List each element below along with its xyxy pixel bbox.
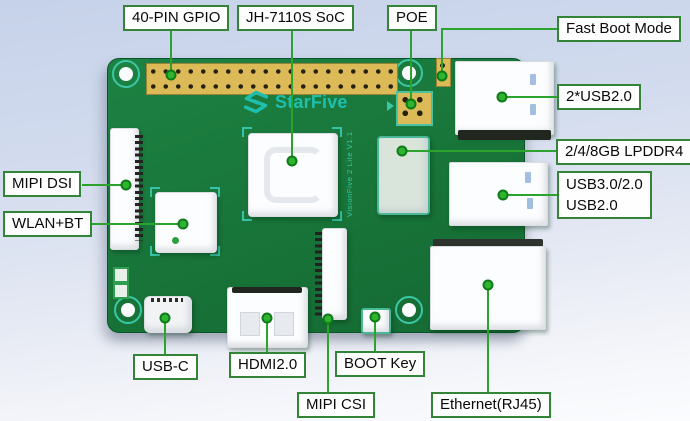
callout-line-bootkey: [374, 317, 376, 353]
usb3-slot-mark-1: [525, 172, 531, 183]
callout-dot-lpddr4: [396, 145, 408, 157]
callout-dot-usb3: [497, 189, 509, 201]
callout-line-fastboot-h: [441, 28, 557, 30]
hdmi-detail-left: [240, 312, 260, 336]
callout-line-usb2: [502, 96, 557, 98]
starfive-logo-icon: [243, 90, 269, 114]
usb2-stack-base: [458, 130, 551, 140]
label-usb3-line1: USB3.0/2.0: [566, 176, 643, 193]
callout-dot-soc: [286, 155, 298, 167]
callout-line-gpio: [170, 30, 172, 76]
soc-chip-marking: [264, 147, 323, 203]
label-usb3: USB3.0/2.0 USB2.0: [557, 171, 652, 219]
callout-line-wlan: [82, 223, 184, 225]
callout-line-ethernet: [487, 285, 489, 394]
label-soc: JH-7110S SoC: [237, 5, 354, 31]
callout-line-csi: [327, 320, 329, 394]
callout-dot-usb2: [496, 91, 508, 103]
label-fastboot: Fast Boot Mode: [557, 16, 681, 42]
usb3-slot-mark-2: [527, 198, 533, 209]
mounting-hole-bottom-left: [114, 296, 142, 324]
label-ethernet: Ethernet(RJ45): [431, 392, 551, 418]
hdmi-detail-right: [274, 312, 294, 336]
soc-chip: [248, 133, 338, 217]
label-usb2x2: 2*USB2.0: [557, 84, 641, 110]
wlan-antenna-dot: [172, 237, 179, 244]
mounting-hole-bottom-right: [395, 296, 423, 324]
status-led-1: [113, 267, 129, 283]
label-bootkey: BOOT Key: [335, 351, 426, 377]
callout-dot-dsi: [120, 179, 132, 191]
label-gpio: 40-PIN GPIO: [123, 5, 230, 31]
callout-dot-hdmi: [261, 312, 273, 324]
label-usbc: USB-C: [133, 354, 198, 380]
hdmi-pin-strip: [232, 287, 302, 293]
callout-line-soc: [291, 30, 293, 161]
label-poe: POE: [387, 5, 437, 31]
callout-dot-poe: [405, 98, 417, 110]
callout-dot-csi: [322, 313, 334, 325]
label-lpddr4: 2/4/8GB LPDDR4: [556, 139, 690, 165]
callout-line-usb3: [503, 194, 557, 196]
mipi-dsi-pins: [135, 135, 143, 241]
mipi-csi-pins: [315, 232, 322, 316]
callout-dot-bootkey: [369, 311, 381, 323]
callout-dot-usbc: [159, 312, 171, 324]
callout-dot-gpio: [165, 69, 177, 81]
mipi-csi-connector: [322, 228, 347, 320]
gpio-40pin-header: [146, 63, 398, 95]
label-hdmi: HDMI2.0: [229, 352, 307, 378]
mounting-hole-top-left: [112, 60, 140, 88]
callout-line-hdmi: [266, 318, 268, 354]
callout-line-fastboot-v: [441, 28, 443, 77]
callout-line-usbc: [164, 318, 166, 356]
label-wlan: WLAN+BT: [3, 211, 93, 237]
usb2-slot-mark-2: [530, 104, 536, 115]
label-usb3-line2: USB2.0: [566, 197, 618, 214]
usb-c-pins: [151, 298, 183, 302]
callout-line-lpddr4: [402, 150, 557, 152]
starfive-logo: StarFive: [243, 88, 348, 116]
usb2-slot-mark-1: [530, 74, 536, 85]
board-silkscreen-text: VisionFive 2 Lite V1.1: [345, 131, 354, 217]
callout-line-poe: [410, 29, 412, 105]
callout-dot-fastboot: [436, 70, 448, 82]
pin1-triangle-marker: [387, 101, 394, 111]
ethernet-shield-strip: [433, 239, 543, 248]
callout-dot-wlan: [177, 218, 189, 230]
starfive-logo-text: StarFive: [275, 91, 348, 112]
poe-header: [396, 91, 433, 126]
label-csi: MIPI CSI: [297, 392, 376, 418]
status-led-2: [113, 283, 129, 299]
usb-c-connector: [144, 296, 192, 333]
callout-line-dsi: [82, 184, 126, 186]
callout-dot-ethernet: [482, 279, 494, 291]
mounting-hole-top-right: [395, 59, 423, 87]
label-dsi: MIPI DSI: [3, 171, 82, 197]
